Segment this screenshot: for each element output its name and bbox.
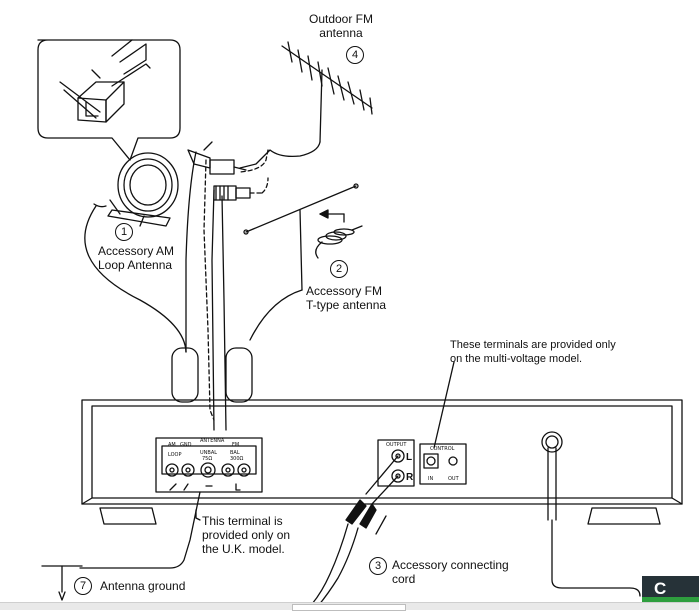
feed-wire-3 [211,189,215,431]
ground-wire [79,491,201,569]
outdoor-fm-label: Outdoor FM antenna [296,12,386,40]
antenna-ground-label: Antenna ground [100,579,186,593]
antenna-terminal-block [155,437,263,493]
am-loop-line1: Accessory AM [98,244,175,258]
output-r [391,469,405,483]
multi-voltage-line2: on the multi-voltage model. [450,353,583,365]
am-loop-lead [84,205,187,353]
label-output: OUTPUT [386,442,407,448]
connecting-cord [311,455,399,607]
callout-1: 1 [115,223,133,241]
panel-labels: AM GND ANTENNA FM LOOP UNBAL 75Ω BAL 300… [168,438,460,482]
fm-t-label: Accessory FM T-type antenna [306,284,386,312]
output-terminal-block [377,439,415,487]
base-right [587,507,661,525]
corner-widget[interactable]: C [642,576,699,602]
connecting-cord-label: Accessory connecting cord [392,558,509,586]
terminal-fm-unbal [200,462,216,478]
arrow-head [319,209,329,219]
leader-multi-voltage [433,361,455,449]
feed-wire-2 [203,159,215,421]
callout-7: 7 [74,577,92,595]
fm-t-line2: T-type antenna [306,298,387,312]
rear-panel-inner [91,405,673,499]
output-l [391,449,405,463]
antenna-ground-stake [41,565,83,601]
callout-3: 3 [369,557,387,575]
label-in: IN [428,476,433,482]
terminal-fm-bal-1 [221,463,235,477]
label-r: R [406,472,414,483]
label-out: OUT [448,476,460,482]
feed-wire-1 [185,151,197,353]
label-gnd: GND [180,442,192,448]
fm-t-antenna [243,183,359,341]
label-loop: LOOP [168,452,182,458]
inset-clip-drawing [59,39,151,123]
terminal-loop [181,463,195,477]
terminal-fm-bal-2 [237,463,251,477]
am-loop-antenna [93,152,179,227]
multi-voltage-line1: These terminals are provided only [450,339,616,351]
uk-terminal-note: This terminal is provided only on the U.… [202,514,290,556]
am-loop-line2: Loop Antenna [98,258,173,272]
terminal-am [165,463,179,477]
outdoor-fm-line2: antenna [319,26,363,40]
callout-2: 2 [330,260,348,278]
power-cord [547,447,557,521]
uk-line3: the U.K. model. [202,542,285,556]
control-terminal-block [419,443,467,485]
multi-voltage-note: These terminals are provided only on the… [450,338,616,366]
control-out [448,456,458,466]
outdoor-fm-antenna [239,41,373,169]
base-left [99,507,157,525]
label-l: L [406,452,412,463]
coax-connector-top [187,141,247,175]
stand-left [171,347,199,403]
cord-line2: cord [392,572,416,586]
label-am: AM [168,442,176,448]
label-75: 75Ω [202,456,212,462]
label-antenna: ANTENNA [200,438,225,444]
rear-panel [81,399,683,505]
bottom-toolbar-field[interactable] [292,604,406,611]
feed-wire-4 [221,195,227,431]
power-cord-grommet [541,431,563,453]
leader-am [139,215,145,227]
cord-line1: Accessory connecting [392,558,509,572]
corner-widget-accent [642,597,699,602]
fm-t-line1: Accessory FM [306,284,383,298]
label-control: CONTROL [430,446,455,452]
stand-right [225,347,253,403]
control-in [426,456,436,466]
inset-bubble [37,39,181,161]
corner-widget-text: C [654,579,667,598]
label-unbal: UNBAL [200,450,217,456]
wire-coil [315,225,363,259]
fm-coax-dashed [239,149,269,173]
outdoor-fm-line1: Outdoor FM [308,12,374,26]
label-bal: BAL [230,450,240,456]
label-300: 300Ω [230,456,244,462]
callout-4: 4 [346,46,364,64]
am-loop-label: Accessory AM Loop Antenna [98,244,174,272]
uk-line2: provided only on [202,528,291,542]
uk-line1: This terminal is [202,514,283,528]
label-fm: FM [232,442,239,448]
